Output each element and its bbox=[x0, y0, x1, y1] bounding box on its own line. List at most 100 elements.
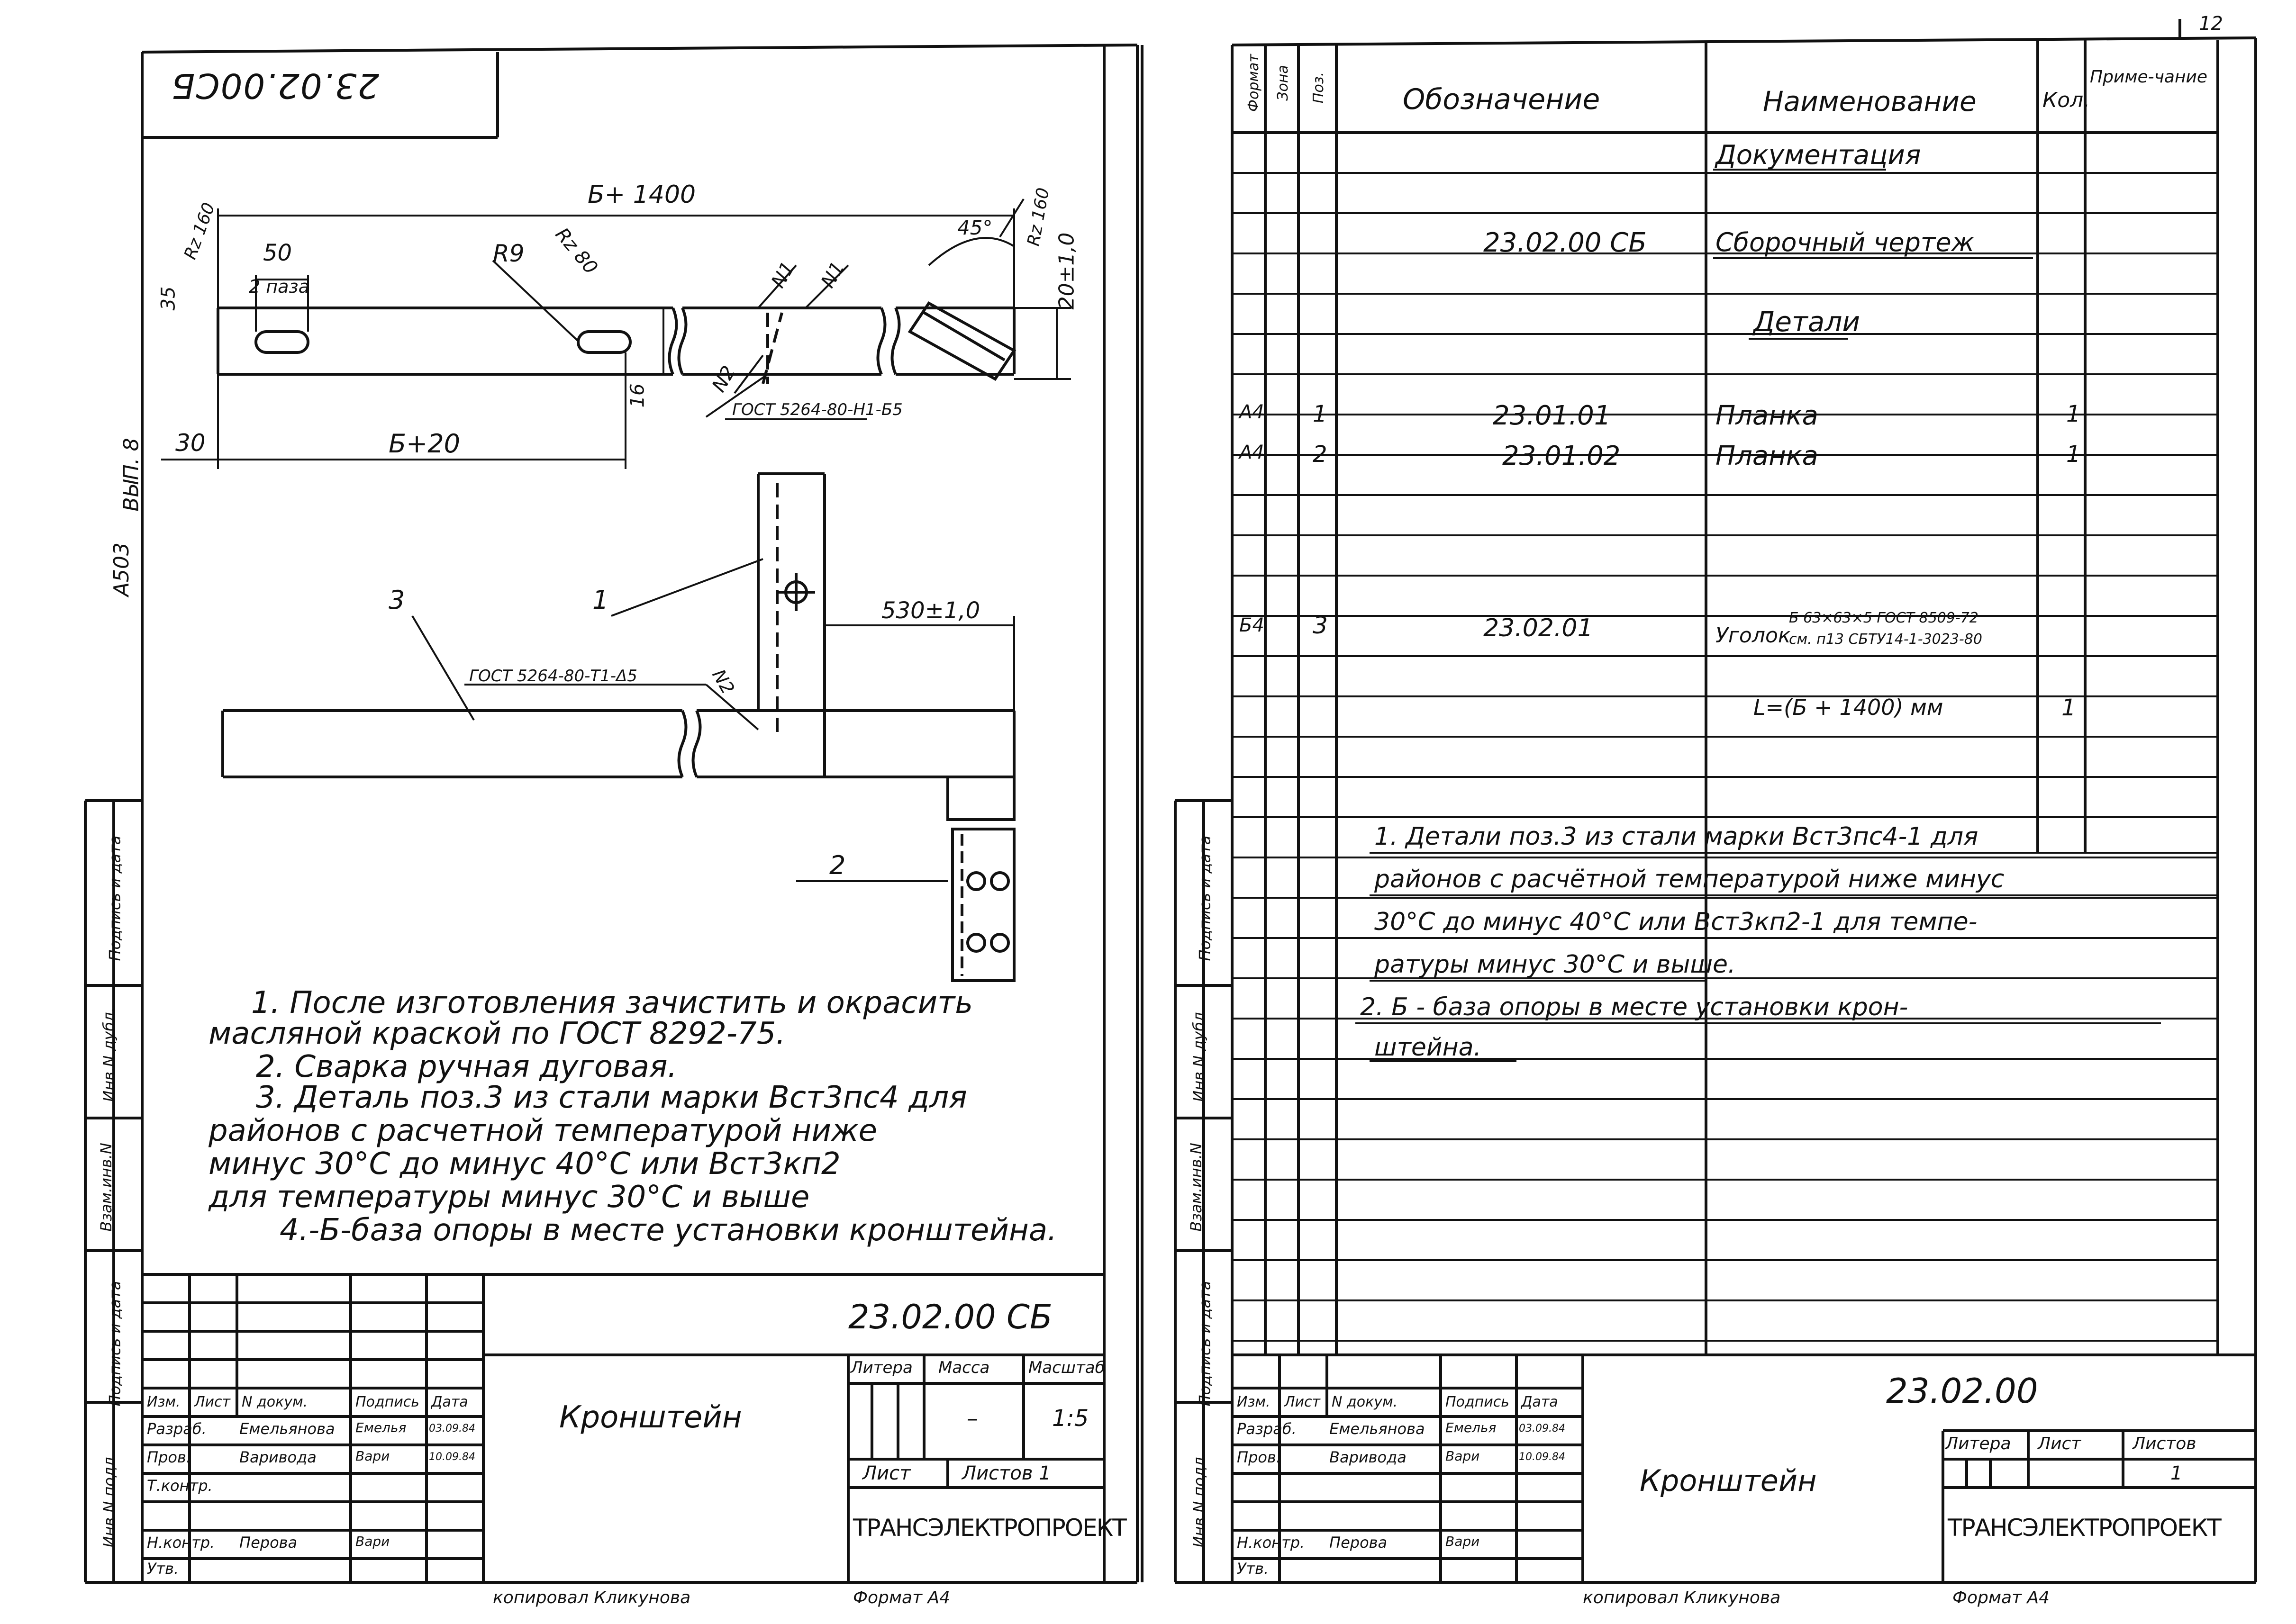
left-title-name: Кронштейн bbox=[559, 1400, 742, 1435]
right-list: Лист bbox=[2038, 1434, 2081, 1453]
left-masshtab: Масштаб bbox=[1028, 1358, 1105, 1377]
hdr-qty: Кол. bbox=[2042, 88, 2090, 112]
right-side-label-4: Инв.N дубл. bbox=[1189, 1007, 1208, 1102]
left-row1-sign: Емелья bbox=[355, 1420, 407, 1435]
dim-b20: Б+20 bbox=[389, 429, 461, 459]
dim-angle: 45° bbox=[957, 216, 993, 239]
right-note-line-3: 30°С до минус 40°С или Вст3кп2-1 для тем… bbox=[1374, 908, 1978, 936]
spec-row-3-fmt: Б4 bbox=[1239, 614, 1264, 636]
left-org: ТРАНСЭЛЕКТРОПРОЕКТ bbox=[853, 1514, 1127, 1542]
left-row4-name: Перова bbox=[239, 1534, 298, 1552]
right-side-label-1: Инв.N подл. bbox=[1190, 1452, 1208, 1548]
weld-note-2: ГОСТ 5264-80-Т1-Δ5 bbox=[469, 667, 637, 686]
right-row2-sign: Вари bbox=[1445, 1448, 1480, 1464]
left-massa-value: – bbox=[967, 1405, 978, 1432]
spec-row-1-pos: 1 bbox=[1313, 401, 1327, 427]
left-note-line-3: 2. Сварка ручная дуговая. bbox=[256, 1049, 677, 1084]
right-page-number: 12 bbox=[2199, 13, 2223, 35]
length-formula: L=(Б + 1400) мм bbox=[1753, 695, 1943, 720]
left-row3-role: Т.контр. bbox=[147, 1477, 213, 1495]
hdr-name: Наименование bbox=[1763, 85, 1977, 117]
right-row2-role: Пров. bbox=[1237, 1448, 1281, 1466]
spec-row-3-name: Уголок bbox=[1715, 623, 1791, 648]
left-row5-role: Утв. bbox=[147, 1560, 179, 1578]
hdr-note: Приме-чание bbox=[2090, 67, 2208, 87]
left-list: Лист bbox=[862, 1462, 911, 1484]
right-side-label-3: Взам.инв.N bbox=[1187, 1143, 1205, 1232]
spec-row-2-name: Планка bbox=[1715, 441, 1818, 471]
dim-slot-width: 50 bbox=[263, 240, 292, 266]
left-note-line-5: районов с расчетной температурой ниже bbox=[209, 1113, 877, 1148]
left-title-code: 23.02.00 СБ bbox=[848, 1298, 1053, 1336]
left-note-line-4: 3. Деталь поз.3 из стали марки Вст3пс4 д… bbox=[256, 1080, 967, 1115]
right-row4-role: Н.контр. bbox=[1237, 1534, 1305, 1552]
spec-row-2-des: 23.01.02 bbox=[1502, 441, 1621, 471]
right-row2-name: Варивода bbox=[1329, 1448, 1407, 1466]
right-row4-sign: Вари bbox=[1445, 1534, 1480, 1549]
left-hdr-list: Лист bbox=[194, 1394, 231, 1410]
spec-row-1-qty: 1 bbox=[2066, 401, 2081, 427]
dim-530: 530±1,0 bbox=[881, 597, 980, 624]
left-note-line-1: 1. После изготовления зачистить и окраси… bbox=[251, 985, 973, 1020]
left-copied: копировал Кликунова bbox=[493, 1588, 691, 1607]
pos-label-3: 3 bbox=[389, 585, 405, 615]
weld-note-1: ГОСТ 5264-80-Н1-Б5 bbox=[732, 400, 903, 419]
left-format: Формат А4 bbox=[853, 1588, 951, 1607]
right-hdr-data: Дата bbox=[1521, 1394, 1558, 1410]
spec-row-1-name: Планка bbox=[1715, 400, 1818, 431]
pos-label-1: 1 bbox=[592, 585, 609, 615]
left-row2-role: Пров. bbox=[147, 1448, 191, 1466]
spec-row-sb-name: Сборочный чертеж bbox=[1715, 227, 1975, 257]
left-row1-role: Разраб. bbox=[147, 1420, 207, 1438]
spec-row-3-pos: 3 bbox=[1313, 612, 1328, 639]
right-note-line-6: штейна. bbox=[1374, 1033, 1482, 1062]
hdr-pos: Поз. bbox=[1310, 72, 1327, 104]
spec-row-3-des: 23.02.01 bbox=[1483, 614, 1593, 642]
left-hdr-podpis: Подпись bbox=[355, 1394, 419, 1410]
right-hdr-izm: Изм. bbox=[1237, 1394, 1271, 1410]
pos-label-2: 2 bbox=[829, 850, 846, 880]
spec-row-1-des: 23.01.01 bbox=[1493, 400, 1611, 431]
right-org: ТРАНСЭЛЕКТРОПРОЕКТ bbox=[1948, 1514, 2222, 1542]
right-title-name: Кронштейн bbox=[1640, 1463, 1817, 1498]
right-side-label-2: Подпись и дата bbox=[1196, 1281, 1214, 1407]
hdr-format: Формат bbox=[1245, 54, 1262, 112]
right-title-code: 23.02.00 bbox=[1886, 1371, 2038, 1411]
left-row2-date: 10.09.84 bbox=[429, 1451, 475, 1463]
right-row1-name: Емельянова bbox=[1329, 1420, 1425, 1438]
right-note-line-4: ратуры минус 30°С и выше. bbox=[1374, 950, 1736, 979]
right-litera: Литера bbox=[1945, 1434, 2011, 1453]
left-row2-name: Варивода bbox=[239, 1448, 317, 1466]
right-format: Формат А4 bbox=[1952, 1588, 2050, 1607]
left-hdr-ndok: N докум. bbox=[242, 1394, 308, 1410]
right-hdr-list: Лист bbox=[1284, 1394, 1321, 1410]
right-note-line-2: районов с расчётной температурой ниже ми… bbox=[1374, 865, 2005, 893]
right-note-line-1: 1. Детали поз.3 из стали марки Вст3пс4-1… bbox=[1374, 822, 1978, 851]
spec-row-details-name: Детали bbox=[1753, 306, 1860, 338]
right-listov-value: 1 bbox=[2170, 1462, 2183, 1484]
right-row1-date: 03.09.84 bbox=[1519, 1423, 1565, 1435]
spec-row-1-fmt: А4 bbox=[1239, 401, 1264, 423]
left-litera: Литера bbox=[851, 1358, 913, 1377]
left-massa: Масса bbox=[938, 1358, 990, 1377]
right-hdr-podpis: Подпись bbox=[1445, 1394, 1509, 1410]
length-qty: 1 bbox=[2061, 695, 2076, 721]
hdr-designation: Обозначение bbox=[1403, 83, 1600, 116]
dim-r9: R9 bbox=[493, 240, 525, 267]
right-row2-date: 10.09.84 bbox=[1519, 1451, 1565, 1463]
left-row4-sign: Вари bbox=[355, 1534, 390, 1549]
dim-slot-count: 2 паза bbox=[249, 276, 309, 297]
spec-row-doc-name: Документация bbox=[1715, 140, 1921, 171]
spec-row-sb-des: 23.02.00 СБ bbox=[1483, 227, 1647, 258]
spec-row-2-fmt: А4 bbox=[1239, 442, 1264, 463]
right-side-label-5: Подпись и дата bbox=[1196, 835, 1214, 961]
hdr-zone: Зона bbox=[1274, 65, 1291, 101]
dim-30: 30 bbox=[175, 429, 206, 457]
left-note-line-2: масляной краской по ГОСТ 8292-75. bbox=[209, 1016, 786, 1051]
left-note-line-8: 4.-Б-база опоры в месте установки кроншт… bbox=[280, 1213, 1057, 1248]
left-row2-sign: Вари bbox=[355, 1448, 390, 1464]
spec-row-2-pos: 2 bbox=[1313, 441, 1327, 468]
left-listov: Листов 1 bbox=[962, 1462, 1051, 1484]
